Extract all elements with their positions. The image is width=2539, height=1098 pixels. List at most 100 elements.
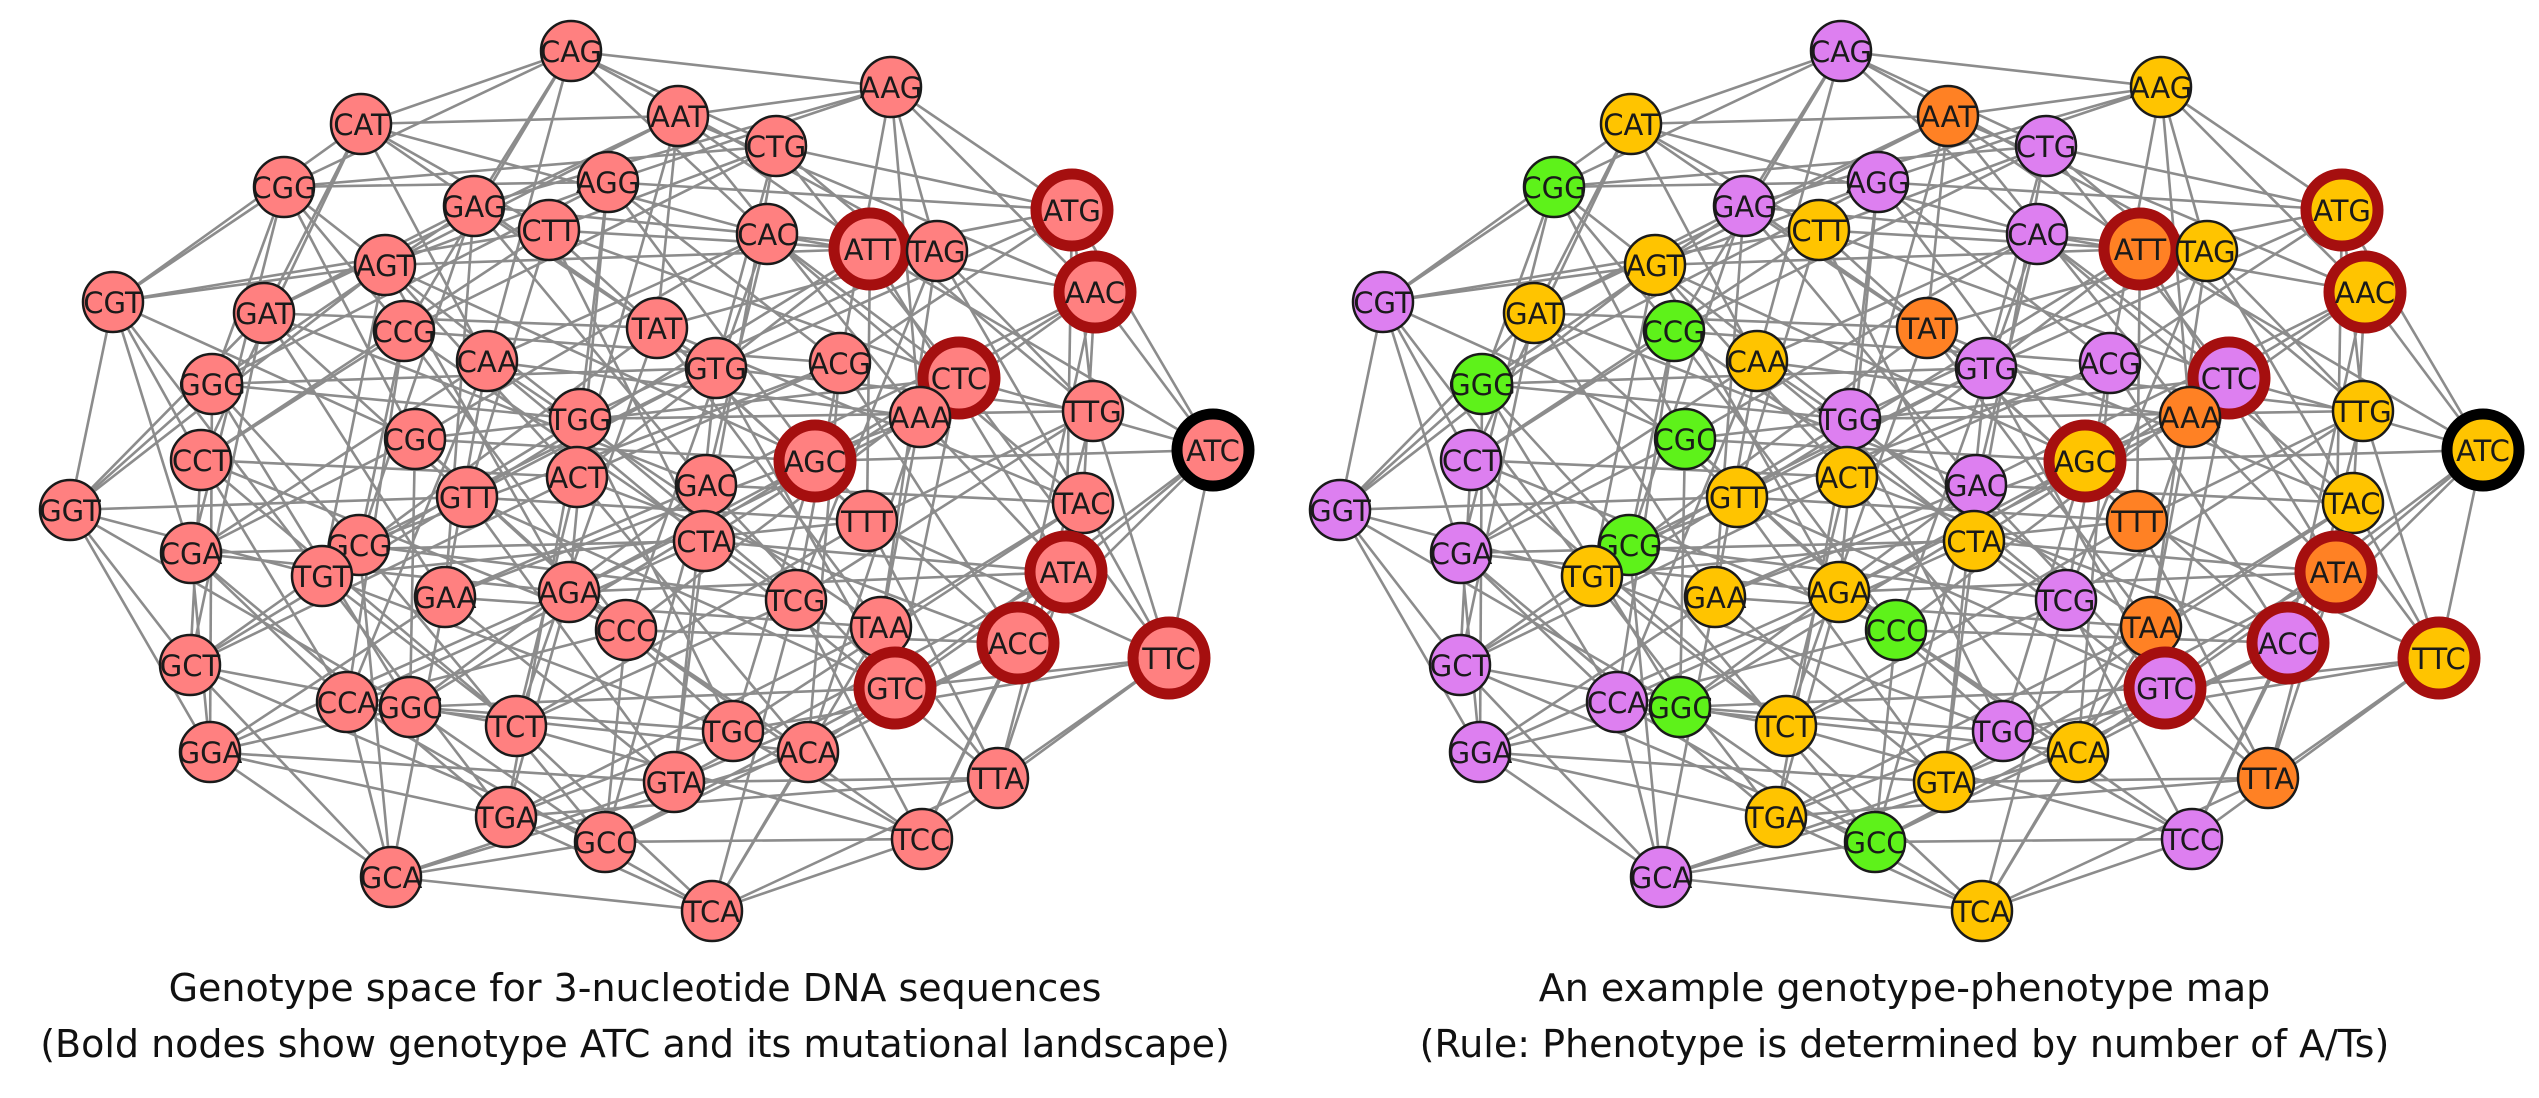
node-circle [1051,471,1115,535]
node-circle [2246,601,2330,685]
mutation-edge [715,366,1094,413]
node-circle [2129,55,2193,119]
mutation-edge [321,519,868,578]
node-circle [2236,746,2300,810]
node-label: GCC [574,826,637,860]
mutation-edge [1616,539,1975,704]
mutation-edge [69,495,468,512]
genotype-node-ggt: GGT [1308,478,1372,542]
node-circle [1807,560,1871,624]
mutation-edge [839,208,1073,365]
mutation-edge [1736,247,2141,499]
node-label: GTT [439,481,496,515]
mutation-edge [1480,383,1682,708]
mutation-edge [703,539,1067,574]
mutation-edge [879,416,922,628]
node-label: CGA [1430,537,1493,571]
mutation-edge [607,180,1073,212]
mutation-edge [921,656,1170,841]
mutation-edge [1339,383,1483,511]
node-label: GAA [1684,581,1747,615]
mutation-edge [1660,875,1983,913]
genotype-node-gga: GGA [178,720,243,784]
mutation-edge [414,437,816,463]
mutation-edge [548,228,871,251]
node-label: AAG [2130,71,2192,105]
node-circle [537,560,601,624]
node-label: GCT [160,649,221,683]
mutation-edge [1470,329,1675,462]
node-circle [1843,810,1907,874]
mutation-edge [1553,144,2047,189]
mutation-edge [1785,519,2138,728]
node-circle [81,270,145,334]
node-label: TTC [1141,642,1195,676]
mutation-edge [1470,458,1848,479]
mutation-edge [357,544,607,843]
genotype-node-ata: ATA [1024,530,1108,614]
node-circle [1061,379,1125,443]
node-circle [764,568,828,632]
mutation-edge [607,180,841,365]
node-label: TAC [2324,487,2380,521]
genotype-node-aac: AAC [1053,250,1137,334]
node-label: CTT [1791,214,1846,248]
mutation-edge [1339,495,1738,512]
mutation-edge [604,837,923,844]
genotype-node-gtg: GTG [1954,336,2018,400]
mutation-edge [1877,180,2111,365]
genotype-node-agg: AGG [1846,150,1910,214]
node-circle [178,720,242,784]
node-label: CGC [384,423,447,457]
node-circle [315,670,379,734]
mutation-edge [794,250,939,601]
mutation-edge [321,574,734,733]
node-label: GTC [866,672,924,706]
node-label: GCT [1430,649,1491,683]
mutation-edge [2135,520,2270,779]
genotype-node-ggc: GGC [1647,675,1713,739]
mutation-edge [384,114,679,267]
node-circle [1585,670,1649,734]
node-circle [859,55,923,119]
node-label: AGA [538,576,600,610]
node-label: ACG [2079,347,2141,381]
node-label: CTC [2201,362,2258,396]
node-circle [455,329,519,393]
mutation-edge [1533,311,1977,487]
mutation-edge [1338,301,1385,511]
node-label: AAA [2159,401,2220,435]
node-circle [1448,720,1512,784]
node-label: GGT [1309,494,1371,528]
genotype-node-ttt: TTT [835,489,899,553]
mutation-edge [283,144,777,189]
mutation-edge [1678,438,1687,708]
node-label: TTC [2411,642,2465,676]
genotype-node-gca: GCA [360,845,422,909]
mutation-edge [515,598,797,728]
mutation-edge [1070,209,1215,451]
node-label: GTA [1916,766,1973,800]
mutation-edge [672,367,718,783]
node-label: TAA [2122,611,2179,645]
node-circle [888,385,952,449]
mutation-edge [1846,361,2111,479]
node-label: GAC [675,469,737,503]
genotype-node-ctg: CTG [2014,114,2078,178]
node-label: ATC [1186,434,1240,468]
genotype-node-gac: GAC [674,453,738,517]
mutation-edge [514,327,659,727]
mutation-edge [112,263,386,304]
genotype-node-gag: GAG [442,174,506,238]
genotype-node-gat: GAT [232,281,296,345]
mutation-edge [2045,144,2343,212]
node-label: GGG [1448,368,1515,402]
genotype-node-ccc: CCC [594,598,658,662]
genotype-node-tct: TCT [484,694,548,758]
node-label: GGT [39,494,101,528]
mutation-edge [1775,776,2269,819]
genotype-node-tac: TAC [1051,471,1115,535]
mutation-edge [1654,114,1949,267]
node-circle [1642,299,1706,363]
node-label: TTA [971,762,1025,796]
